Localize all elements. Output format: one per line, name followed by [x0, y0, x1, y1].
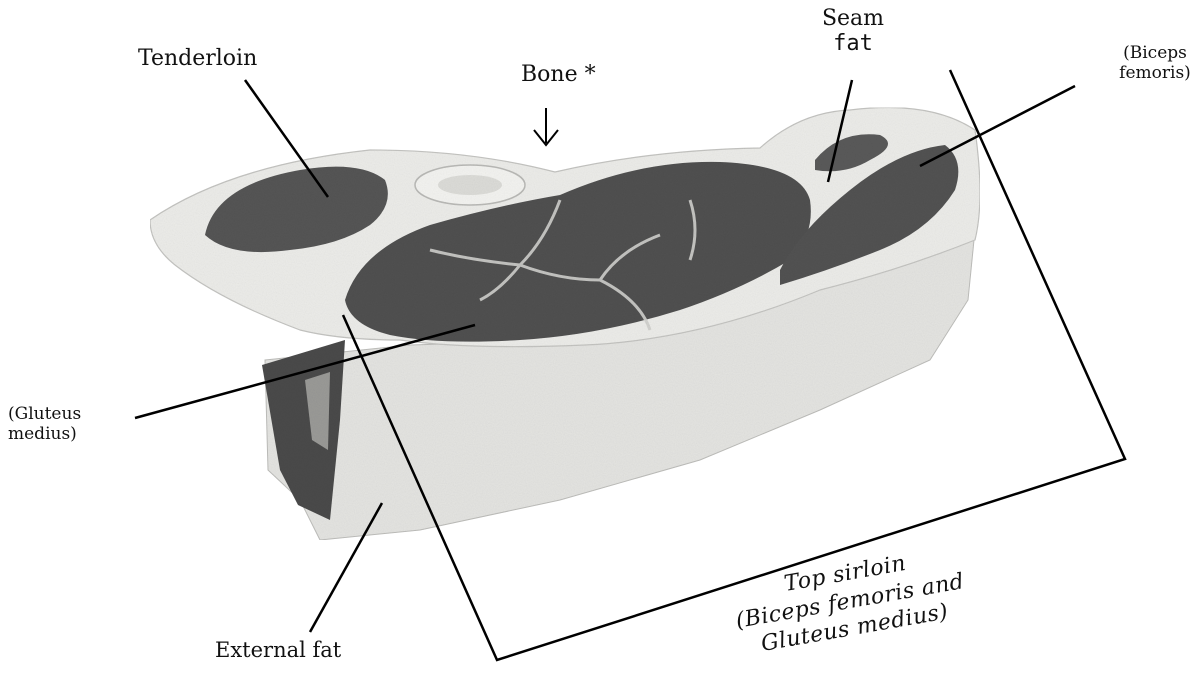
- bone-arrow: [534, 108, 558, 145]
- biceps-label: (Biceps femoris): [1110, 44, 1200, 83]
- gluteus-label: (Gluteus medius): [8, 405, 81, 444]
- biceps-label-line1: (Biceps: [1110, 44, 1200, 64]
- seam-fat-label-line2: fat: [808, 31, 898, 56]
- tenderloin-label: Tenderloin: [138, 46, 257, 71]
- biceps-label-line2: femoris): [1110, 64, 1200, 84]
- seam-fat-label-line1: Seam: [808, 6, 898, 31]
- seam-fat-label: Seam fat: [808, 6, 898, 57]
- steak-image: [150, 108, 980, 541]
- end-face-lean: [262, 340, 345, 520]
- gluteus-label-line1: (Gluteus: [8, 405, 81, 425]
- bone-label: Bone *: [521, 62, 596, 87]
- gluteus-label-line2: medius): [8, 425, 81, 445]
- external-fat-label: External fat: [215, 638, 341, 662]
